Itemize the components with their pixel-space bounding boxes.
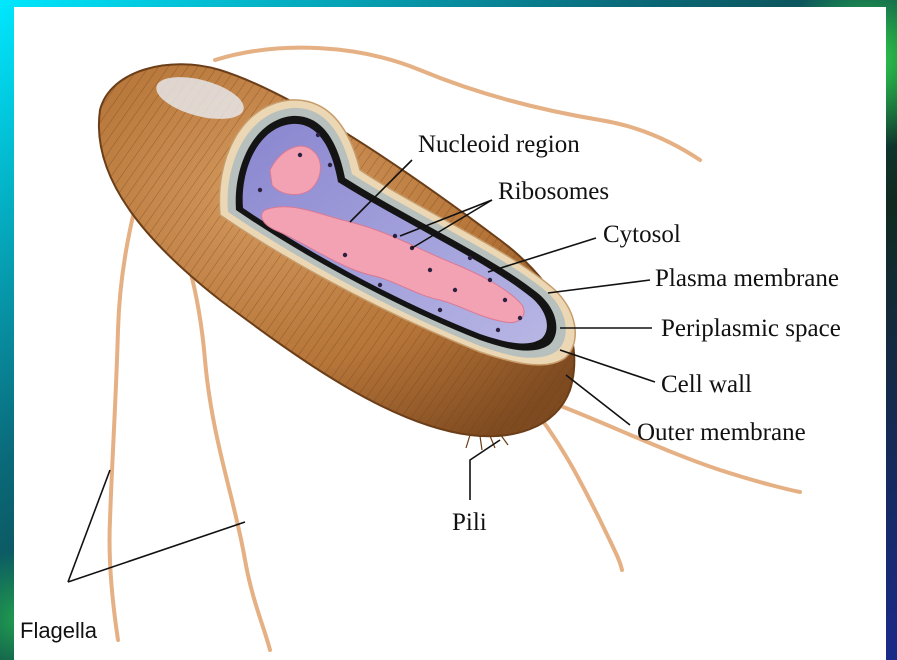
label-periplasmic-space: Periplasmic space [661,316,841,341]
leader-flagella-a [68,470,110,582]
label-pili: Pili [452,510,487,535]
leader-flagella-b [68,522,245,582]
label-flagella: Flagella [20,620,97,642]
leader-plasma-membrane [548,280,650,293]
label-outer-membrane: Outer membrane [637,420,806,445]
leader-pili [470,440,500,500]
label-cytosol: Cytosol [603,222,681,247]
label-plasma-membrane: Plasma membrane [655,266,839,291]
flagellum-4 [545,400,800,492]
leader-outer-membrane [566,375,630,425]
label-ribosomes: Ribosomes [498,179,609,204]
label-nucleoid-region: Nucleoid region [418,132,580,157]
label-cell-wall: Cell wall [661,372,752,397]
